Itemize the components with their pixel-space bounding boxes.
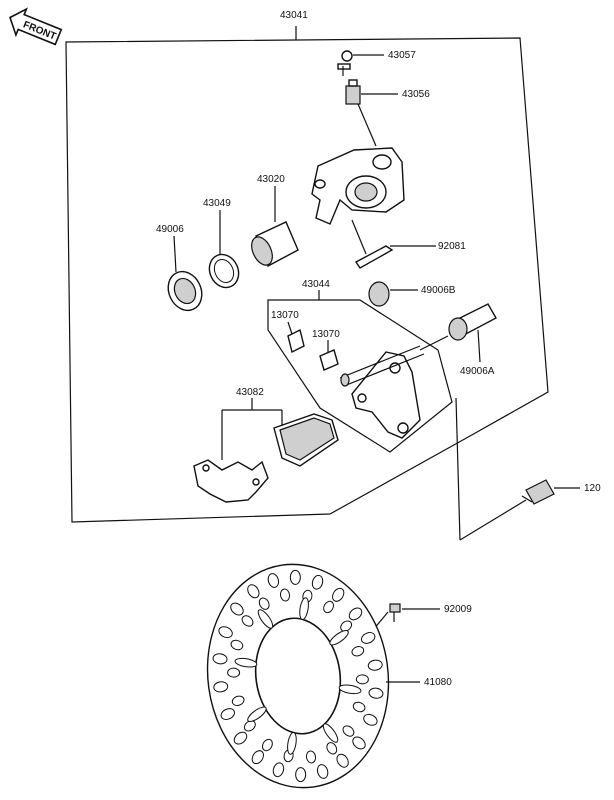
disc-hole: [336, 753, 349, 768]
disc-hole: [316, 764, 329, 779]
disc-hole: [332, 587, 345, 602]
bleeder-valve: [345, 79, 398, 147]
disc-hole: [340, 620, 353, 632]
brake-pad-inner: [273, 413, 339, 467]
brake-pad-backing: [193, 459, 269, 503]
disc-holes: [212, 569, 384, 783]
disc-hole: [258, 597, 270, 610]
leader-43082: [221, 398, 283, 460]
anti-rattle-shim-2: [319, 340, 339, 371]
label-43056: 43056: [402, 89, 430, 100]
disc-hole: [233, 731, 248, 745]
label-41080: 41080: [424, 677, 452, 688]
subassembly-outline: [267, 299, 453, 453]
disc-hole: [261, 738, 273, 752]
disc-hole: [348, 607, 363, 621]
disc-hole: [322, 723, 339, 743]
disc-hole: [247, 706, 267, 722]
brake-disc: [206, 563, 390, 789]
disc-hole: [230, 602, 244, 616]
disc-hole: [267, 573, 280, 588]
disc-hole: [212, 653, 228, 665]
disc-hole: [352, 736, 366, 750]
disc-hole: [295, 767, 307, 783]
boot-b: [368, 281, 418, 307]
disc-hole: [323, 600, 335, 614]
disc-hole: [243, 720, 256, 732]
disc-hole: [218, 626, 233, 639]
disc-hole: [363, 713, 378, 726]
front-arrow: FRONT: [9, 7, 63, 46]
disc-hole: [289, 569, 301, 585]
disc-hole: [241, 615, 254, 627]
disc-hole: [355, 674, 369, 685]
pad-spring: [351, 219, 436, 269]
anti-rattle-shim-1: [287, 321, 305, 354]
label-49006A: 49006A: [460, 366, 495, 377]
disc-hole: [338, 684, 362, 695]
disc-hole: [220, 708, 236, 720]
disc-hole: [287, 732, 297, 755]
piston-seal: [167, 235, 203, 312]
bleeder-cap: [337, 50, 384, 76]
label-92009: 92009: [444, 604, 472, 615]
disc-hole: [251, 750, 264, 765]
label-49006: 49006: [156, 224, 184, 235]
caliper-body: [311, 147, 405, 225]
label-43049: 43049: [203, 198, 231, 209]
label-43044: 43044: [302, 279, 330, 290]
disc-hole: [213, 681, 229, 693]
disc-hole: [352, 701, 366, 713]
label-120: 120: [584, 483, 601, 494]
disc-hole: [227, 667, 241, 678]
label-43020: 43020: [257, 174, 285, 185]
disc-hole: [299, 597, 309, 620]
disc-hole: [311, 574, 324, 590]
assembly-outline: [65, 37, 549, 523]
disc-hole: [231, 695, 245, 706]
boot-a: [448, 303, 497, 363]
disc-hole: [367, 659, 383, 671]
label-43057: 43057: [388, 50, 416, 61]
disc-hole: [342, 725, 355, 737]
label-13070-b: 13070: [312, 329, 340, 340]
disc-hole: [360, 632, 376, 644]
disc-hole: [272, 762, 285, 778]
disc-hole: [247, 584, 260, 599]
label-13070-a: 13070: [271, 310, 299, 321]
label-92081: 92081: [438, 241, 466, 252]
disc-hole: [279, 588, 291, 602]
label-43041: 43041: [280, 10, 308, 21]
disc-hole: [230, 639, 244, 651]
disc-hole: [351, 646, 365, 657]
disc-hole: [305, 750, 317, 764]
piston: [251, 186, 299, 267]
disc-hole: [257, 609, 274, 629]
label-43082: 43082: [236, 387, 264, 398]
mounting-bolt: [455, 397, 580, 541]
disc-hole: [329, 630, 349, 646]
disc-hole: [234, 657, 258, 668]
dust-seal: [208, 210, 240, 289]
disc-hole: [326, 742, 338, 755]
label-49006B: 49006B: [421, 285, 456, 296]
disc-hole: [368, 687, 384, 699]
disc-bolt: [367, 603, 440, 637]
caliper-bracket: [339, 335, 449, 439]
